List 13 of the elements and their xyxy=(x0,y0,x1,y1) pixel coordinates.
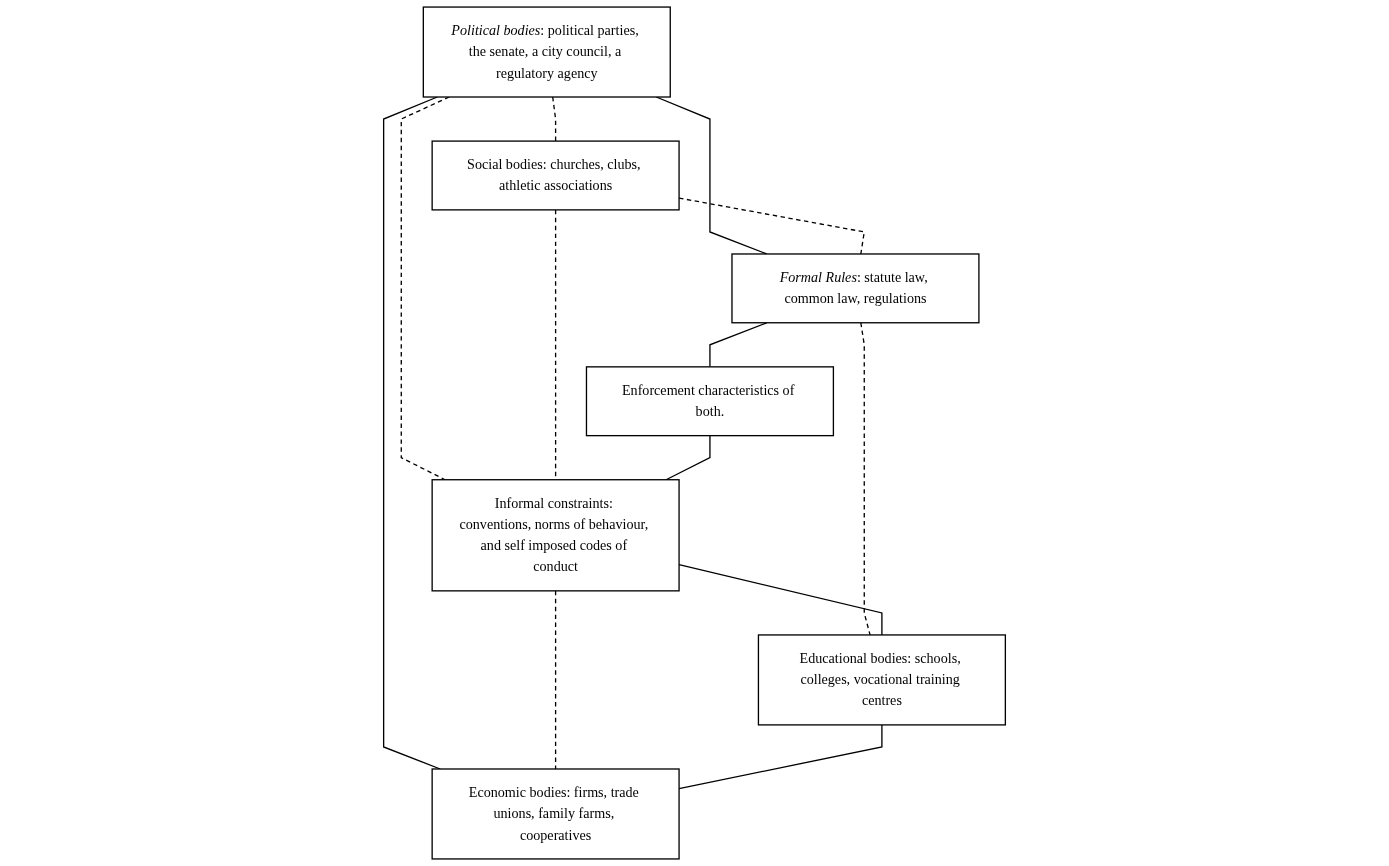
connector xyxy=(554,590,557,770)
connector xyxy=(400,96,450,481)
connector xyxy=(552,96,557,142)
node-box: Formal Rules: statute law, common law, regulations xyxy=(731,253,980,324)
node-box: Informal constraints: conventions, norms of behaviour, and self imposed codes of conduct xyxy=(431,479,680,592)
node-box: Social bodies: churches, clubs, athletic associations xyxy=(431,140,680,211)
connector xyxy=(860,322,871,636)
node-box: Educational bodies: schools, colleges, vocational training centres xyxy=(757,634,1006,726)
connector xyxy=(709,322,768,368)
connector xyxy=(665,435,711,481)
node-box: Enforcement characteristics of both. xyxy=(585,366,835,437)
node-box: Economic bodies: firms, trade unions, family farms, cooperatives xyxy=(431,768,680,860)
node-box: Political bodies: political parties, the senate, a city council, a regulatory agency xyxy=(422,6,671,98)
